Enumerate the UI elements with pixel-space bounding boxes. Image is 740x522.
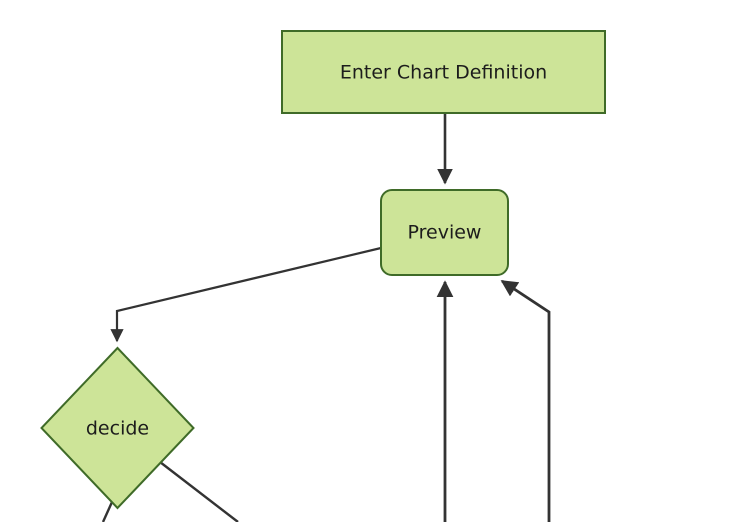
node-enter-chart-definition-label: Enter Chart Definition	[340, 62, 547, 84]
node-decide[interactable]: decide	[40, 346, 195, 510]
node-decide-label: decide	[86, 418, 149, 440]
node-preview-label: Preview	[408, 222, 482, 244]
node-enter-chart-definition-shape	[281, 30, 606, 114]
edge-preview-to-decide	[110, 246, 382, 343]
edge-layer	[101, 113, 551, 522]
node-decide-shape	[40, 346, 195, 510]
edge-decide-out-left	[101, 501, 114, 522]
node-preview-shape	[380, 189, 509, 276]
edge-return-right-to-preview	[500, 279, 551, 522]
edge-decide-out-right	[159, 461, 239, 522]
node-enter-chart-definition[interactable]: Enter Chart Definition	[281, 30, 606, 114]
node-preview[interactable]: Preview	[380, 189, 509, 276]
